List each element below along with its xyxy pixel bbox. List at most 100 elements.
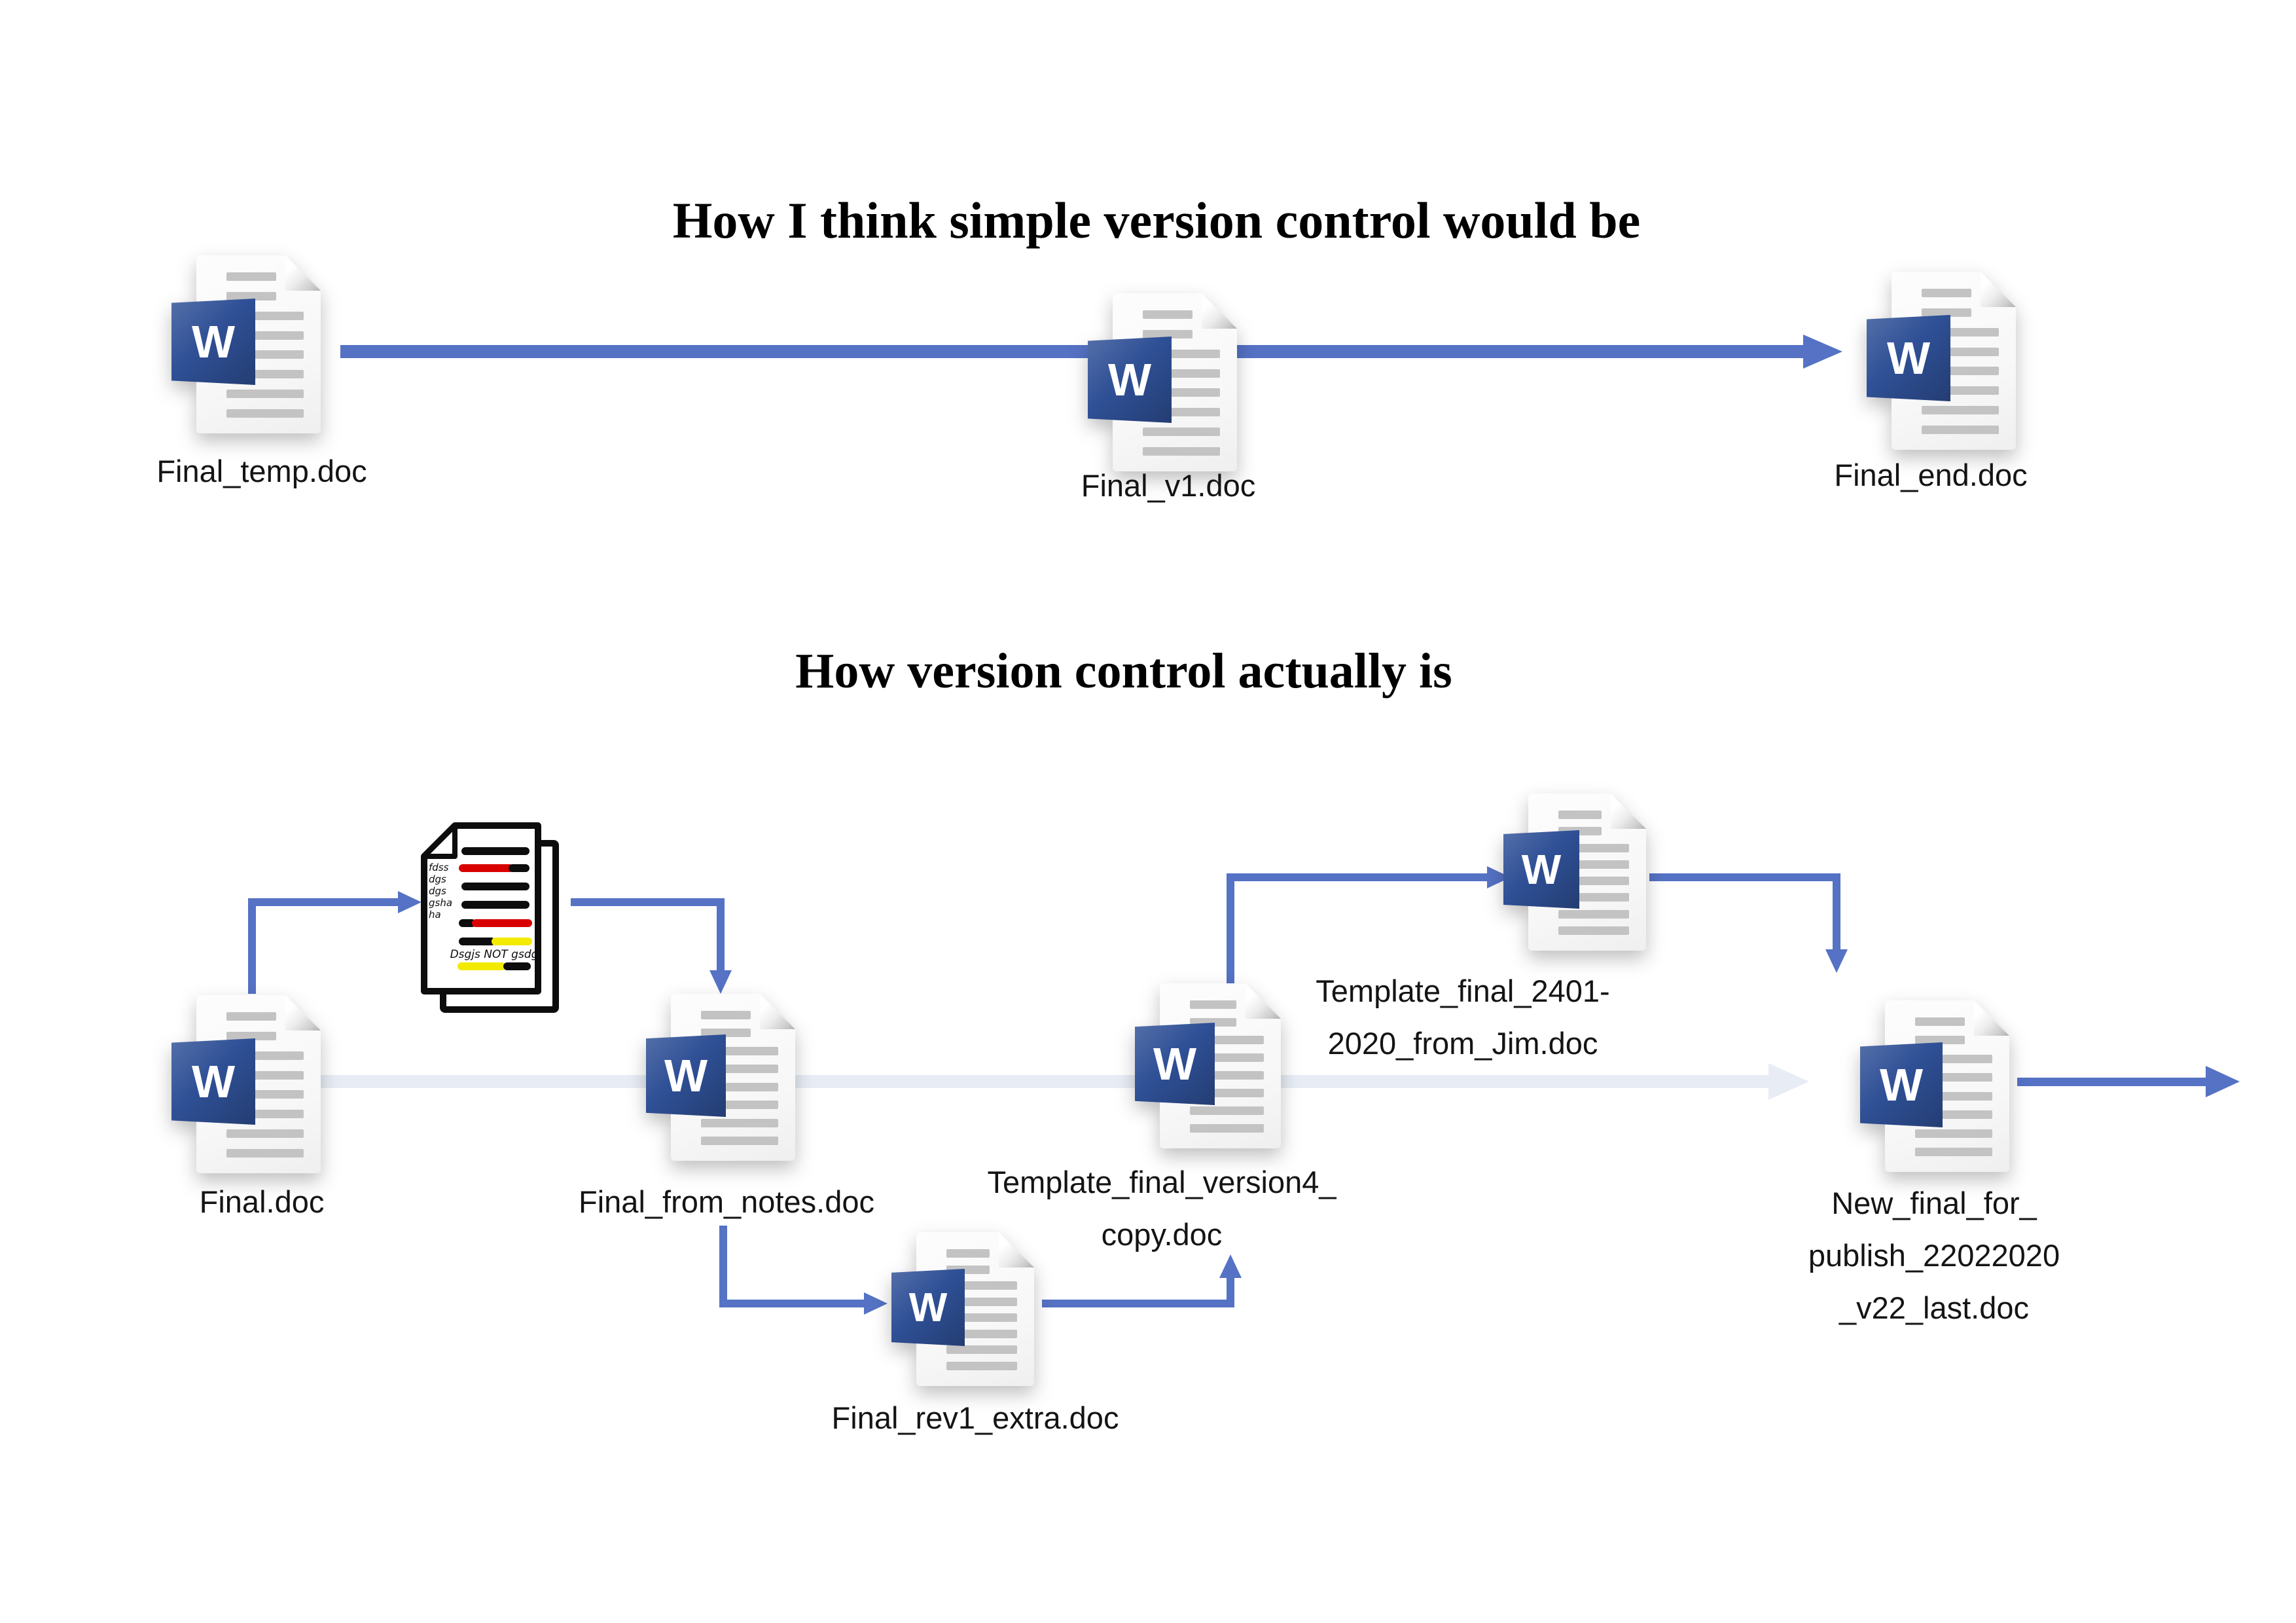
doc-label-line: _v22_last.doc	[1839, 1290, 2030, 1325]
word-doc-icon-version4-copy: W	[1135, 983, 1281, 1148]
word-logo-letter: W	[1879, 1059, 1924, 1110]
page-text-line	[1915, 1129, 1992, 1138]
page-text-line	[1143, 310, 1193, 319]
page-text-line	[1558, 926, 1629, 935]
notes-line	[461, 883, 529, 890]
notes-line	[461, 847, 529, 855]
word-doc-icon-from-jim: W	[1503, 793, 1646, 951]
arrow-notes-to-fromnotes-horizontal	[571, 898, 725, 906]
word-logo-letter: W	[191, 316, 236, 367]
doc-text-lines	[946, 1249, 1017, 1370]
word-logo-letter: W	[1521, 846, 1562, 893]
word-doc-icon-final-end: W	[1867, 272, 2016, 450]
page-text-line	[1915, 1017, 1965, 1026]
doc-label-line: publish_22022020	[1808, 1238, 2060, 1273]
notes-scribble: fdss	[429, 862, 449, 873]
doc-label-from-notes: Final_from_notes.doc	[579, 1184, 874, 1219]
page-text-line	[946, 1361, 1017, 1370]
notes-line-red	[472, 919, 532, 927]
word-doc-icon-from-notes: W	[646, 994, 795, 1161]
doc-label-from-jim: Template_final_2401- 2020_from_Jim.doc	[1266, 965, 1659, 1070]
doc-label-line: Template_final_2401-	[1316, 974, 1610, 1008]
page-text-line	[701, 1011, 751, 1019]
arrow-fromnotes-to-rev1-vertical	[719, 1226, 727, 1307]
notes-line	[459, 938, 495, 945]
doc-label-rev1-extra: Final_rev1_extra.doc	[831, 1400, 1119, 1435]
notes-line-yellow	[457, 962, 506, 970]
section-actual-title: How version control actually is	[795, 644, 1452, 699]
word-logo-icon: W	[1088, 337, 1172, 423]
word-logo-letter: W	[664, 1050, 708, 1101]
notes-line	[509, 864, 529, 872]
word-logo-letter: W	[1886, 333, 1931, 384]
arrow-rev1-to-version4-horizontal	[1042, 1300, 1230, 1307]
arrow-final-to-notes-horizontal	[248, 898, 400, 906]
page-text-line	[1915, 1147, 1992, 1156]
notes-scribble: ha	[429, 909, 441, 921]
page-text-line	[226, 1031, 276, 1040]
page-fold-icon	[1981, 272, 2016, 307]
word-logo-icon: W	[891, 1269, 965, 1346]
word-logo-icon: W	[646, 1034, 726, 1117]
word-doc-icon-final-temp: W	[171, 255, 321, 433]
arrow-final-to-notes-vertical	[248, 898, 256, 994]
page-text-line	[701, 1136, 778, 1145]
doc-label-final-temp: Final_temp.doc	[156, 454, 367, 488]
page-text-line	[1190, 1106, 1264, 1115]
doc-label-line: New_final_for_	[1831, 1186, 2037, 1220]
word-doc-icon-new-final: W	[1860, 1000, 2009, 1172]
arrow-ideal-flow-line	[340, 345, 1806, 358]
page-text-line	[1190, 1000, 1236, 1009]
arrow-notes-to-fromnotes-head-icon	[709, 970, 732, 994]
doc-label-final: Final.doc	[199, 1184, 325, 1219]
notes-scribble: dgs	[429, 873, 446, 885]
section-ideal-title: How I think simple version control would…	[672, 192, 1641, 249]
arrow-faded-main-head-icon	[1768, 1063, 1809, 1100]
word-logo-letter: W	[1153, 1038, 1197, 1089]
page-text-line	[1922, 289, 1971, 297]
page-fold-icon	[1202, 293, 1237, 329]
page-text-line	[1922, 406, 1999, 415]
notes-line-red	[459, 864, 514, 872]
page-text-line	[1190, 1124, 1264, 1133]
page-text-line	[226, 291, 276, 301]
page-text-line	[1558, 909, 1629, 919]
notes-scribble: gsha	[429, 897, 452, 909]
arrow-ideal-flow-head-icon	[1803, 335, 1842, 369]
page-text-line	[701, 1118, 778, 1127]
arrow-faded-main-line	[314, 1075, 1770, 1088]
doc-label-final-v1: Final_v1.doc	[1081, 468, 1256, 503]
doc-label-line: Template_final_version4_	[987, 1165, 1336, 1199]
doc-label-line: 2020_from_Jim.doc	[1327, 1026, 1598, 1061]
word-logo-icon: W	[1867, 315, 1950, 401]
word-doc-icon-rev1-extra: W	[891, 1232, 1034, 1386]
page-text-line	[226, 1129, 304, 1139]
arrow-version4-to-jim-vertical	[1227, 873, 1234, 983]
notes-line-yellow	[492, 938, 532, 945]
page-text-line	[1922, 425, 1999, 434]
arrow-jim-to-newfinal-horizontal	[1649, 873, 1840, 881]
page-text-line	[1558, 811, 1602, 819]
arrow-newfinal-onward-line	[2017, 1078, 2207, 1086]
arrow-version4-to-jim-horizontal	[1227, 873, 1488, 881]
arrow-final-to-notes-head-icon	[398, 891, 422, 913]
notes-scribble: dgs	[429, 885, 446, 897]
arrow-notes-to-fromnotes-vertical	[717, 898, 725, 972]
doc-label-new-final: New_final_for_ publish_22022020 _v22_las…	[1738, 1177, 2130, 1334]
doc-label-line: copy.doc	[1101, 1217, 1223, 1252]
page-fold-icon	[760, 994, 795, 1029]
page-text-line	[226, 1012, 276, 1021]
page-text-line	[1915, 1036, 1965, 1045]
doc-label-final-end: Final_end.doc	[1834, 458, 2028, 492]
doc-label-version4-copy: Template_final_version4_ copy.doc	[965, 1156, 1358, 1261]
notes-line	[503, 962, 531, 970]
notes-fold-icon	[422, 823, 457, 859]
page-fold-icon	[285, 995, 321, 1030]
page-text-line	[226, 272, 276, 281]
page-text-line	[946, 1249, 990, 1258]
page-text-line	[226, 409, 304, 418]
arrow-jim-to-newfinal-vertical	[1833, 873, 1840, 951]
page-fold-icon	[285, 255, 321, 291]
arrow-rev1-to-version4-head-icon	[1219, 1254, 1242, 1278]
